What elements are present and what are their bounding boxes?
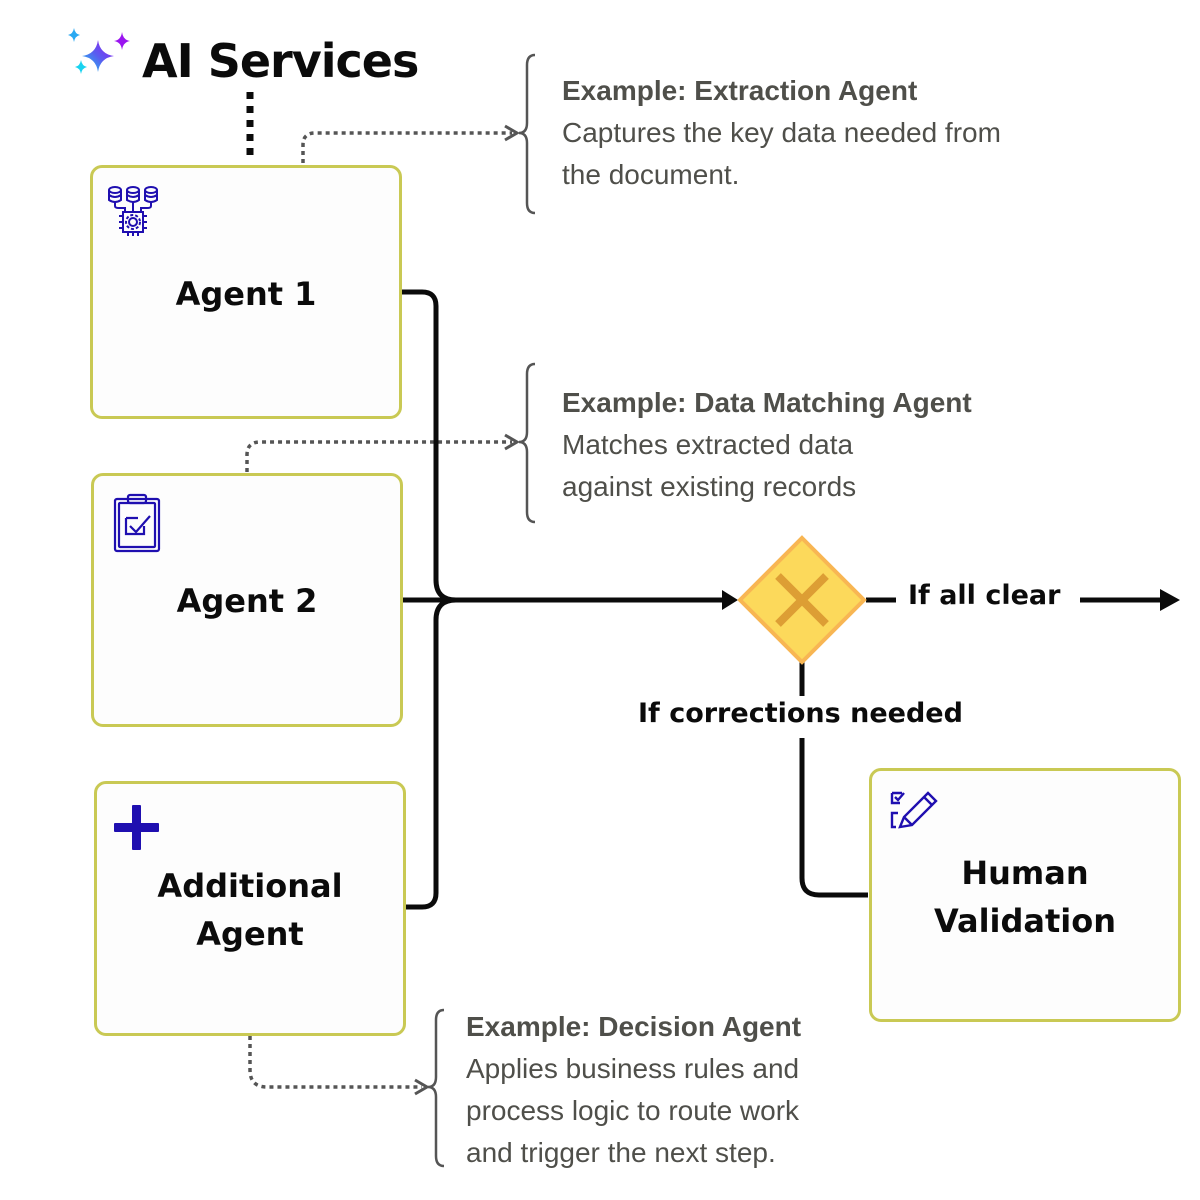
flow-corrections [799, 738, 868, 898]
arrowhead-to-gateway [722, 590, 738, 610]
agent-2-label: Agent 2 [176, 582, 318, 620]
flow-agent1 [401, 289, 457, 603]
note-heading: Example: Decision Agent [466, 1011, 802, 1042]
clipboard-check-icon [113, 493, 161, 553]
note-connector-3 [248, 1036, 422, 1089]
note-line: Captures the key data needed from [562, 117, 1001, 148]
note-arrowhead-1 [504, 124, 520, 142]
agent-1-label: Agent 1 [175, 275, 317, 313]
brace-1 [518, 53, 536, 215]
agent-2-box[interactable]: Agent 2 [91, 473, 403, 727]
brace-2 [518, 362, 536, 524]
additional-agent-box[interactable]: Additional Agent [94, 781, 406, 1036]
note-decision-agent: Example: Decision Agent Applies business… [466, 1006, 801, 1174]
note-connector-2 [245, 440, 512, 472]
human-validation-box[interactable]: Human Validation [869, 768, 1181, 1022]
note-extraction-agent: Example: Extraction Agent Captures the k… [562, 70, 1001, 196]
additional-agent-label: Additional Agent [157, 867, 343, 953]
note-line: and trigger the next step. [466, 1137, 776, 1168]
exclusive-gateway[interactable] [737, 535, 867, 665]
note-connector-1 [301, 131, 512, 163]
note-line: Applies business rules and [466, 1053, 800, 1084]
note-heading: Example: Data Matching Agent [562, 387, 972, 418]
note-line: Matches extracted data [562, 429, 854, 460]
flow-label-all-clear: If all clear [908, 580, 1061, 611]
flow-additional [405, 597, 457, 910]
agent-1-box[interactable]: Agent 1 [90, 165, 402, 419]
flow-label-corrections-needed: If corrections needed [638, 698, 963, 729]
note-line: against existing records [562, 471, 857, 502]
arrowhead-clear [1160, 589, 1180, 611]
note-arrowhead-3 [414, 1078, 430, 1096]
checklist-pencil-icon [890, 791, 938, 829]
brace-3 [427, 1008, 445, 1168]
exclusive-gateway-x-icon [775, 573, 829, 627]
page-title: AI Services [142, 34, 419, 88]
note-arrowhead-2 [504, 433, 520, 451]
note-heading: Example: Extraction Agent [562, 75, 918, 106]
sparkles-icon [68, 28, 130, 74]
note-line: the document. [562, 159, 740, 190]
note-data-matching-agent: Example: Data Matching Agent Matches ext… [562, 382, 972, 508]
plus-icon [114, 805, 159, 850]
note-line: process logic to route work [466, 1095, 800, 1126]
database-chip-icon [108, 186, 158, 236]
human-validation-label: Human Validation [933, 854, 1117, 940]
